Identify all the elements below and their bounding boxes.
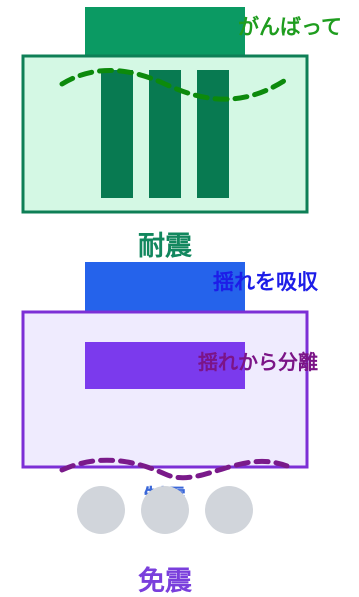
- upper-callout: がんばって: [238, 15, 342, 39]
- lower-ground-wave: [59, 457, 290, 481]
- isolator-roller-1: [77, 486, 125, 534]
- lower-inner-block: [85, 342, 245, 389]
- upper-caption: 耐震: [138, 231, 193, 262]
- isolator-roller-2: [141, 486, 189, 534]
- lower-inner-callout: 揺れから分離: [198, 350, 318, 374]
- upper-top-block: [85, 7, 245, 56]
- upper-pillar-3: [197, 70, 229, 198]
- lower-top-callout: 揺れを吸収: [213, 270, 319, 294]
- upper-sway-wave: [59, 67, 290, 102]
- upper-pillar-2: [149, 70, 181, 198]
- lower-frame: [21, 310, 309, 469]
- lower-top-block: [85, 262, 245, 312]
- isolator-roller-3: [205, 486, 253, 534]
- upper-pillar-1: [101, 70, 133, 198]
- lower-caption: 免震: [138, 566, 193, 597]
